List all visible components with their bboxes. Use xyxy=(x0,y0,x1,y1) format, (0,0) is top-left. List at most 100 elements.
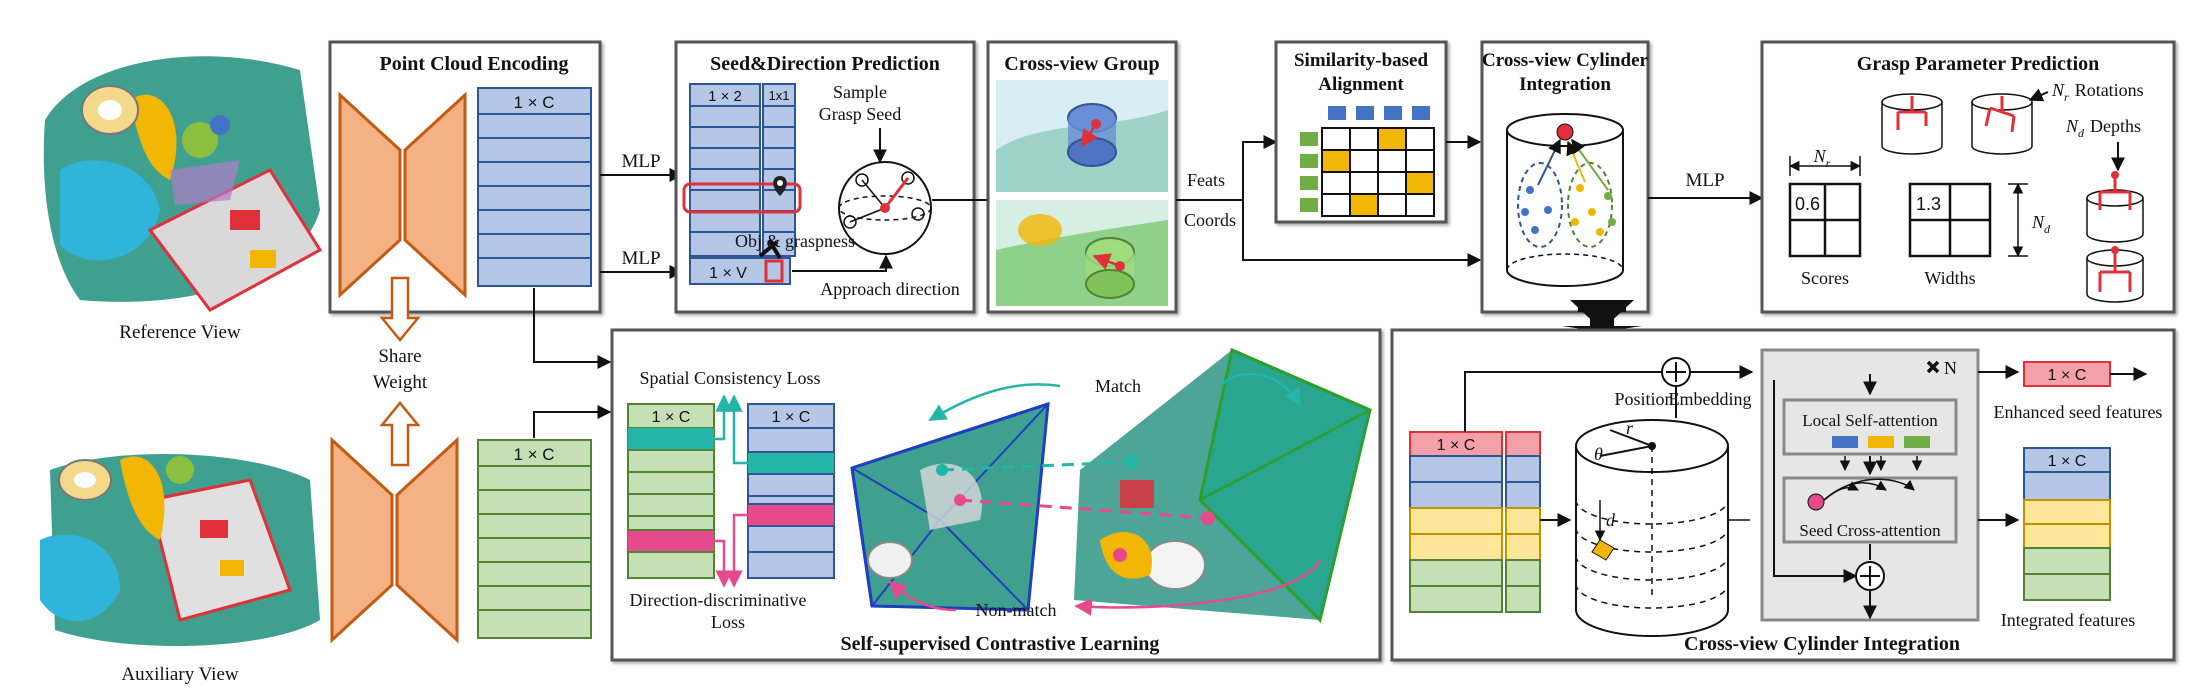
scores-label: Scores xyxy=(1801,268,1849,288)
theta-label: θ xyxy=(1594,444,1603,464)
non-match-label: Non-match xyxy=(976,600,1057,620)
alignment-cell xyxy=(1377,171,1407,195)
alignment-cell xyxy=(1405,149,1435,173)
radius-label: r xyxy=(1626,418,1634,438)
alignment-cell xyxy=(1349,193,1379,217)
widths-label: Widths xyxy=(1924,268,1975,288)
integration-input-matrix: 1 × C xyxy=(1409,431,1541,613)
reference-feature-matrix: 1 × C xyxy=(477,87,592,287)
seed-direction-title: Seed&Direction Prediction xyxy=(710,53,940,75)
spatial-loss-arrow-ref xyxy=(714,394,733,441)
width-value: 1.3 xyxy=(1916,194,1941,214)
group-auxiliary-crop xyxy=(996,200,1168,306)
alignment-cell xyxy=(1321,149,1351,173)
reference-view-point-cloud xyxy=(35,50,325,315)
spatial-loss-arrow-aux xyxy=(725,394,748,465)
contrastive-aux-matrix: 1 × C xyxy=(747,403,835,579)
feats-label: Feats xyxy=(1187,170,1225,190)
auxiliary-view-point-cloud xyxy=(35,440,325,655)
v-label: 1 × V xyxy=(709,265,747,282)
alignment-cell xyxy=(1405,193,1435,217)
alignment-cell xyxy=(1321,171,1351,195)
coords-arrow xyxy=(1242,200,1482,267)
cylinder-coordinate-diagram xyxy=(1575,419,1729,637)
seed-feature-matrix: 1 × 2 1x1 xyxy=(682,83,802,257)
approach-feature-bar: 1 × V xyxy=(689,257,791,285)
coords-label: Coords xyxy=(1184,210,1236,230)
feats-arrow xyxy=(1242,135,1278,200)
mlp-grasp-label: MLP xyxy=(1685,170,1724,191)
embedding-label: Embedding xyxy=(1669,389,1752,409)
mlp-bottom-label: MLP xyxy=(621,248,660,269)
alignment-key-blue xyxy=(1412,106,1430,120)
local-attention-label: Local Self-attention xyxy=(1802,411,1938,430)
match-arc-right xyxy=(1219,372,1302,407)
integration-input-label: 1 × C xyxy=(1437,437,1476,454)
non-match-arc-right xyxy=(1074,559,1322,616)
non-match-dashed-line xyxy=(959,498,1209,520)
contrastive-ref-matrix: 1 × C xyxy=(627,403,715,579)
weight-label: Weight xyxy=(373,372,428,393)
direction-loss-label-line1: Direction-discriminative xyxy=(630,590,807,610)
group-reference-crop xyxy=(996,80,1168,192)
alignment-key-blue xyxy=(1328,106,1346,120)
grasp-seed-label: Grasp Seed xyxy=(819,104,901,124)
alignment-cell xyxy=(1377,149,1407,173)
contrastive-learning-title: Self-supervised Contrastive Learning xyxy=(841,633,1160,655)
non-match-arc-left xyxy=(888,580,957,612)
alignment-key-green xyxy=(1300,198,1318,212)
enhanced-feature-label: 1 × C xyxy=(2048,367,2087,384)
cross-view-group-title: Cross-view Group xyxy=(1004,53,1159,75)
position-label: Position xyxy=(1614,389,1673,409)
cylinder-illustration xyxy=(1506,113,1624,287)
similarity-title-line1: Similarity-based xyxy=(1294,50,1428,71)
approach-direction-sphere xyxy=(838,161,932,255)
reference-view-label: Reference View xyxy=(119,322,241,343)
spatial-loss-label: Spatial Consistency Loss xyxy=(640,368,821,388)
auxiliary-feature-matrix: 1 × C xyxy=(477,439,592,639)
obj-graspness-label: Obj & graspness xyxy=(735,231,855,251)
encoder-network-top xyxy=(338,91,467,299)
match-arc-left xyxy=(928,383,1061,422)
encoder-network-bottom xyxy=(330,436,459,644)
seed-col1-label: 1 × 2 xyxy=(708,88,742,105)
alignment-key-green xyxy=(1300,176,1318,190)
alignment-key-blue xyxy=(1384,106,1402,120)
auxiliary-camera-frustum xyxy=(1074,347,1372,623)
selected-seed-highlight xyxy=(682,182,802,214)
enhanced-seed-feature: 1 × C xyxy=(2023,361,2111,387)
cylinder-detail-title: Cross-view Cylinder Integration xyxy=(1684,633,1960,655)
similarity-title-line2: Alignment xyxy=(1318,74,1404,95)
match-label: Match xyxy=(1095,376,1141,396)
integrated-feature-label: 1 × C xyxy=(2048,453,2087,470)
alignment-cell xyxy=(1321,193,1351,217)
similarity-grid xyxy=(1300,106,1435,217)
repeat-n-label: N xyxy=(1944,358,1957,378)
cross-mark-icon xyxy=(758,238,782,260)
grasp-depth-icons xyxy=(2086,171,2144,303)
grasp-rotation-icons xyxy=(1881,88,2049,155)
nd-label: Nd xyxy=(2031,212,2051,236)
alignment-key-green xyxy=(1300,154,1318,168)
contrastive-ref-label: 1 × C xyxy=(652,409,691,426)
alignment-key-blue xyxy=(1356,106,1374,120)
enhanced-features-label: Enhanced seed features xyxy=(1994,402,2163,422)
alignment-cell xyxy=(1405,171,1435,195)
point-cloud-encoding-title: Point Cloud Encoding xyxy=(380,53,569,75)
direction-loss-label-line2: Loss xyxy=(711,612,745,632)
approach-direction-label: Approach direction xyxy=(820,279,959,299)
direction-loss-arrow-aux xyxy=(725,513,748,588)
auxiliary-feature-label: 1 × C xyxy=(513,445,554,464)
grasp-parameter-title: Grasp Parameter Prediction xyxy=(1857,53,2100,75)
nr-label: Nr xyxy=(1813,146,1831,170)
alignment-cell xyxy=(1349,149,1379,173)
repeat-cross-icon xyxy=(1926,360,1940,374)
reference-feature-label: 1 × C xyxy=(513,93,554,112)
seed-attention-label: Seed Cross-attention xyxy=(1799,521,1941,540)
sample-label: Sample xyxy=(833,82,887,102)
match-dashed-line xyxy=(941,460,1131,472)
direction-loss-arrow-ref xyxy=(714,539,733,588)
